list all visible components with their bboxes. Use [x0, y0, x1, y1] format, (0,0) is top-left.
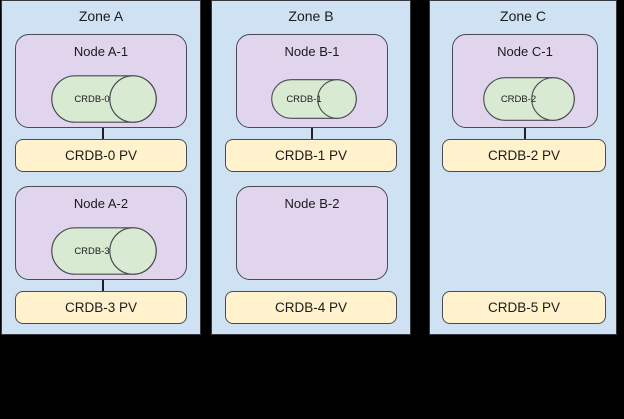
- pv-box-crdb-3[interactable]: CRDB-3 PV: [15, 291, 187, 324]
- node-title-a-2: Node A-2: [73, 196, 129, 211]
- zone-title-c: Zone C: [500, 8, 546, 24]
- database-cylinder-crdb-3[interactable]: CRDB-3: [51, 227, 157, 275]
- node-title-b-1: Node B-1: [284, 44, 340, 59]
- node-title-c-1: Node C-1: [497, 44, 553, 59]
- node-box-a-1[interactable]: Node A-1 CRDB-0: [15, 34, 187, 128]
- connector-crdb-3-pv: [102, 280, 104, 294]
- connector-crdb-1-pv: [311, 128, 313, 142]
- node-box-a-2[interactable]: Node A-2 CRDB-3: [15, 186, 187, 280]
- pv-box-crdb-0[interactable]: CRDB-0 PV: [15, 139, 187, 172]
- zone-title-a: Zone A: [78, 8, 124, 24]
- zone-panel-a[interactable]: Zone A Node A-1 CRDB-0 CRDB-0 PV Node A-…: [1, 0, 201, 335]
- zone-panel-b[interactable]: Zone B Node B-1 CRDB-1 CRDB-1 PV Node B-…: [211, 0, 411, 335]
- connector-crdb-2-pv: [524, 128, 526, 142]
- node-box-b-2[interactable]: Node B-2: [236, 186, 388, 280]
- pv-box-crdb-5[interactable]: CRDB-5 PV: [442, 291, 606, 324]
- node-title-a-1: Node A-1: [73, 44, 129, 59]
- pv-box-crdb-1[interactable]: CRDB-1 PV: [225, 139, 397, 172]
- pv-box-crdb-4[interactable]: CRDB-4 PV: [225, 291, 397, 324]
- connector-crdb-0-pv: [102, 128, 104, 142]
- database-cylinder-crdb-0[interactable]: CRDB-0: [51, 75, 157, 123]
- zone-title-b: Zone B: [288, 8, 334, 24]
- database-cylinder-crdb-1[interactable]: CRDB-1: [271, 79, 357, 119]
- database-cylinder-crdb-2[interactable]: CRDB-2: [483, 77, 575, 121]
- node-box-c-1[interactable]: Node C-1 CRDB-2: [452, 34, 598, 128]
- zone-panel-c[interactable]: Zone C Node C-1 CRDB-2 CRDB-2 PV CRDB-5 …: [429, 0, 617, 335]
- pv-box-crdb-2[interactable]: CRDB-2 PV: [442, 139, 606, 172]
- node-box-b-1[interactable]: Node B-1 CRDB-1: [236, 34, 388, 128]
- node-title-b-2: Node B-2: [284, 196, 340, 211]
